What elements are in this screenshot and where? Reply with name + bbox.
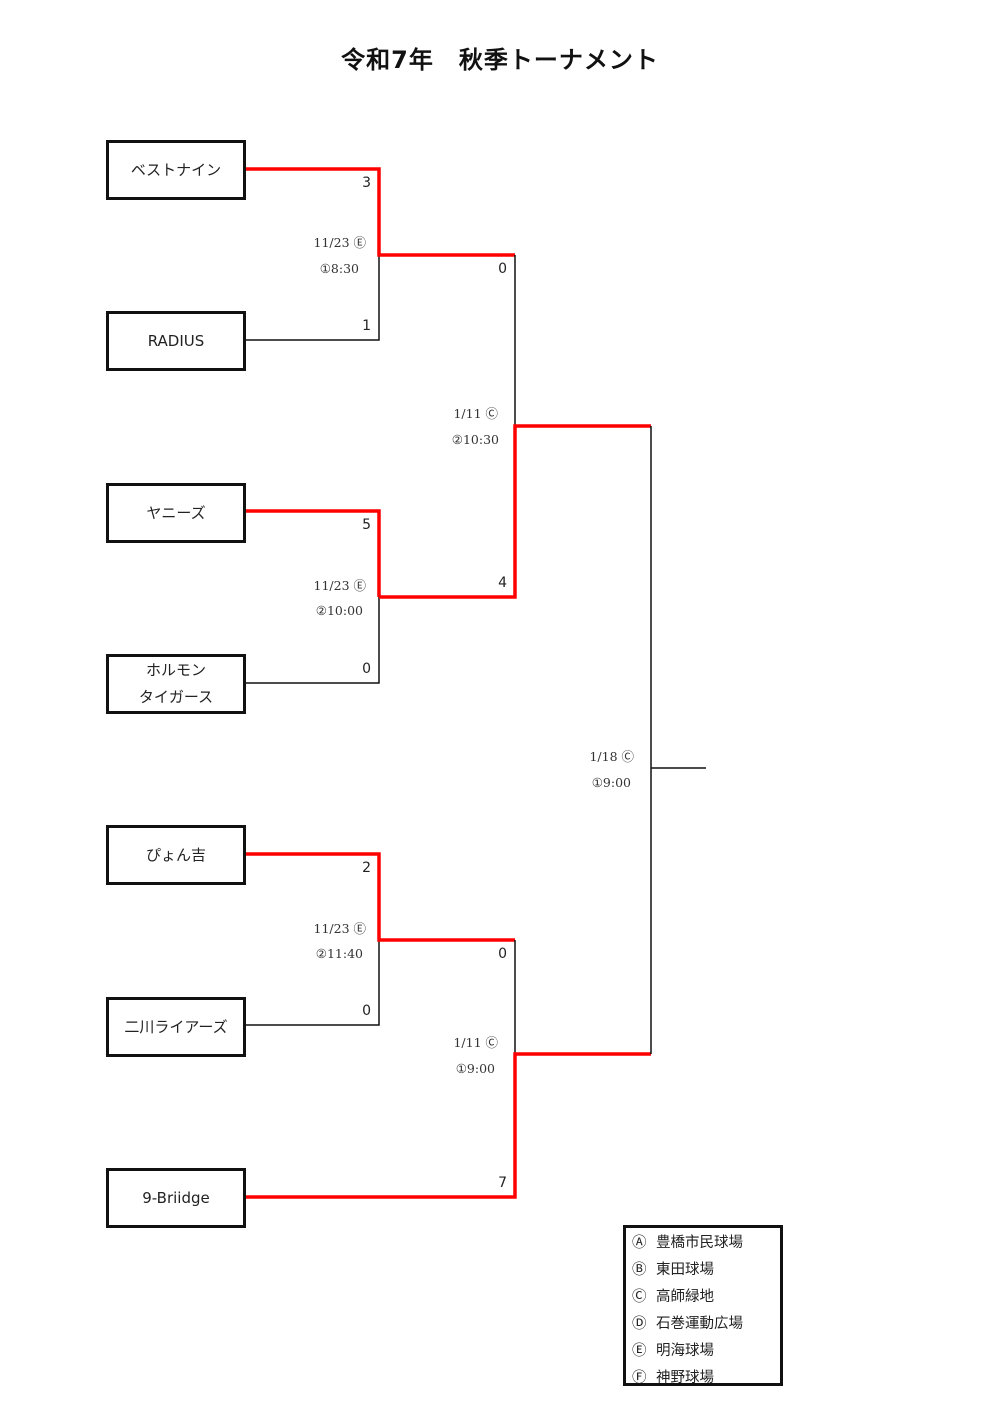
legend-row: Ⓕ 神野球場 xyxy=(632,1365,780,1392)
bracket-line-r1m1-loser xyxy=(244,255,380,341)
bracket-line-r1m1-winner xyxy=(244,167,515,257)
score-top: 3 xyxy=(362,175,371,191)
venue-name: 東田球場 xyxy=(656,1262,714,1278)
legend-row: Ⓑ 東田球場 xyxy=(632,1257,780,1284)
venue-name: 神野球場 xyxy=(656,1370,714,1386)
venue-name: 高師緑地 xyxy=(656,1289,714,1305)
legend-row: Ⓐ 豊橋市民球場 xyxy=(632,1230,780,1257)
bracket-line-r1m3-winner xyxy=(244,852,515,942)
bracket-line-r1m2-loser xyxy=(244,597,380,684)
venue-mark: Ⓓ xyxy=(632,1316,647,1332)
team-box: 9-Briidge xyxy=(106,1168,246,1228)
legend-row: Ⓓ 石巻運動広場 xyxy=(632,1311,780,1338)
score-bottom: 1 xyxy=(362,318,371,334)
score-top: 0 xyxy=(498,946,507,962)
venue-mark: Ⓒ xyxy=(632,1289,647,1305)
score-top: 5 xyxy=(362,517,371,533)
bracket-line-r2m1-winner xyxy=(379,424,651,599)
score-bottom: 4 xyxy=(498,575,507,591)
venue-name: 豊橋市民球場 xyxy=(656,1235,743,1251)
team-box: ベストナイン xyxy=(106,140,246,200)
score-bottom: 7 xyxy=(498,1175,507,1191)
score-top: 2 xyxy=(362,860,371,876)
match-slot: ②11:40 xyxy=(315,946,363,961)
match-slot: ①8:30 xyxy=(319,261,359,276)
match-date: 11/23 Ⓔ xyxy=(313,578,367,593)
score-top: 0 xyxy=(498,261,507,277)
page-title: 令和7年 秋季トーナメント xyxy=(341,46,659,74)
match-slot: ①9:00 xyxy=(455,1061,495,1076)
match-date: 11/23 Ⓔ xyxy=(313,921,367,936)
score-bottom: 0 xyxy=(362,661,371,677)
match-date: 1/18 Ⓒ xyxy=(589,749,634,764)
team-box: RADIUS xyxy=(106,311,246,371)
venue-name: 石巻運動広場 xyxy=(656,1316,743,1332)
team-box: ぴょん吉 xyxy=(106,825,246,885)
legend-row: Ⓔ 明海球場 xyxy=(632,1338,780,1365)
venue-legend: Ⓐ 豊橋市民球場 Ⓑ 東田球場 Ⓒ 高師緑地 Ⓓ 石巻運動広場 Ⓔ 明海球場 Ⓕ 神野球場 xyxy=(623,1225,783,1386)
venue-mark: Ⓔ xyxy=(632,1343,647,1359)
score-bottom: 0 xyxy=(362,1003,371,1019)
team-box: ホルモン タイガース xyxy=(106,654,246,714)
venue-mark: Ⓐ xyxy=(632,1235,647,1251)
match-date: 11/23 Ⓔ xyxy=(313,235,367,250)
team-box: ヤニーズ xyxy=(106,483,246,543)
bracket-line-r1m2-winner xyxy=(244,509,381,597)
match-slot: ①9:00 xyxy=(591,775,631,790)
match-slot: ②10:00 xyxy=(315,603,363,618)
match-date: 1/11 Ⓒ xyxy=(453,406,498,421)
bracket-line-r1m3-loser xyxy=(244,940,380,1026)
legend-row: Ⓒ 高師緑地 xyxy=(632,1284,780,1311)
match-date: 1/11 Ⓒ xyxy=(453,1035,498,1050)
match-slot: ②10:30 xyxy=(451,432,499,447)
venue-mark: Ⓑ xyxy=(632,1262,647,1278)
team-box: 二川ライアーズ xyxy=(106,997,246,1057)
venue-mark: Ⓕ xyxy=(632,1370,647,1386)
bracket-line-r2m2-winner xyxy=(244,1052,651,1199)
venue-name: 明海球場 xyxy=(656,1343,714,1359)
